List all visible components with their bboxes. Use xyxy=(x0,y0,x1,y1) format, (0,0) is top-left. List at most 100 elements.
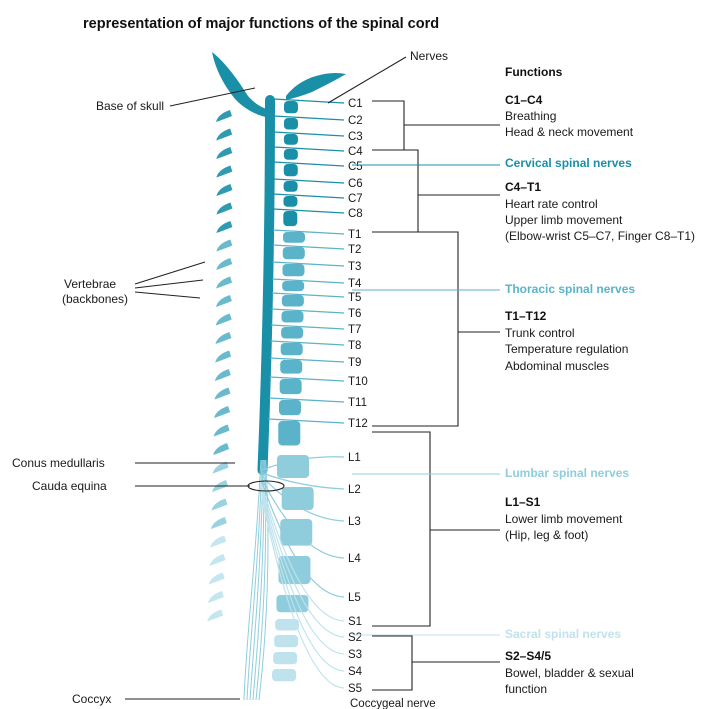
vertebra-body xyxy=(284,118,298,130)
vertebra-process xyxy=(213,443,229,455)
page-title: representation of major functions of the… xyxy=(83,16,439,32)
vertebra-process xyxy=(216,221,232,233)
spine-illustration xyxy=(207,99,344,700)
segment-label-l3: L3 xyxy=(348,516,361,528)
segment-labels: C1C2C3C4C5C6C7C8T1T2T3T4T5T6T7T8T9T10T11… xyxy=(348,98,368,695)
vertebra-process xyxy=(209,554,225,566)
cauda-equina-label: Cauda equina xyxy=(32,479,107,493)
vertebra-process xyxy=(216,184,232,196)
segment-label-s3: S3 xyxy=(348,649,362,661)
skull-base xyxy=(212,52,346,118)
vertebra-body xyxy=(280,360,302,374)
vertebra-process xyxy=(216,147,232,159)
vertebrae-label: Vertebrae xyxy=(64,277,116,291)
vertebra-body xyxy=(282,295,304,307)
function-range-s2-s5: S2–S4/5 xyxy=(505,649,551,663)
vertebra-body xyxy=(281,327,303,339)
segment-label-t5: T5 xyxy=(348,292,361,304)
vertebra-body xyxy=(283,247,305,259)
function-line: Lower limb movement xyxy=(505,512,623,526)
vertebra-body xyxy=(279,400,301,415)
segment-label-t9: T9 xyxy=(348,357,361,369)
function-brackets xyxy=(372,101,500,690)
thoracic-region-label: Thoracic spinal nerves xyxy=(505,282,635,296)
spinal-nerve xyxy=(273,230,344,234)
segment-label-t1: T1 xyxy=(348,229,361,241)
spinal-cord xyxy=(262,100,270,470)
vertebra-process xyxy=(207,610,223,622)
base-of-skull-label: Base of skull xyxy=(96,99,164,113)
spinal-nerve xyxy=(273,194,344,198)
vertebra-process xyxy=(216,203,232,215)
function-range-l1-s1: L1–S1 xyxy=(505,495,541,509)
segment-label-c4: C4 xyxy=(348,146,363,158)
spinal-nerve xyxy=(272,262,344,266)
vertebra-body xyxy=(284,181,298,192)
vertebra-body xyxy=(284,149,298,160)
segment-label-t4: T4 xyxy=(348,278,362,290)
conus-medullaris-label: Conus medullaris xyxy=(12,456,105,470)
vertebra-body xyxy=(282,311,304,323)
segment-label-s4: S4 xyxy=(348,666,363,678)
segment-label-c1: C1 xyxy=(348,98,363,110)
vertebra-process xyxy=(215,332,231,344)
vertebra-body xyxy=(284,101,298,113)
spinal-nerve xyxy=(271,325,344,329)
vertebra-body xyxy=(281,343,303,355)
functions-heading: Functions xyxy=(505,65,563,79)
spinal-nerve xyxy=(274,162,344,166)
spinal-nerve xyxy=(272,309,344,313)
function-line: Bowel, bladder & sexual xyxy=(505,666,634,680)
segment-label-c5: C5 xyxy=(348,161,363,173)
segment-label-t7: T7 xyxy=(348,324,361,336)
vertebra-process xyxy=(211,499,227,511)
spinal-nerve xyxy=(274,179,344,183)
segment-label-t3: T3 xyxy=(348,261,361,273)
segment-label-t12: T12 xyxy=(348,418,368,430)
vertebra-process xyxy=(214,425,230,437)
vertebra-process xyxy=(216,129,232,141)
function-line: Temperature regulation xyxy=(505,342,628,356)
segment-label-c8: C8 xyxy=(348,208,363,220)
vertebra-body xyxy=(280,379,302,394)
nerves-leader xyxy=(328,57,406,103)
segment-label-c6: C6 xyxy=(348,178,363,190)
segment-label-c2: C2 xyxy=(348,115,363,127)
vertebra-process xyxy=(216,110,232,122)
vertebra-process xyxy=(215,351,231,363)
segment-label-t11: T11 xyxy=(348,397,367,409)
vertebrae-label-2: (backbones) xyxy=(62,292,128,306)
vertebra-process xyxy=(216,314,232,326)
vertebra-body xyxy=(284,134,298,145)
nerves-label: Nerves xyxy=(410,49,448,63)
segment-label-t6: T6 xyxy=(348,308,361,320)
vertebra-process xyxy=(214,388,230,400)
function-line: (Elbow-wrist C5–C7, Finger C8–T1) xyxy=(505,229,695,243)
vertebra-body xyxy=(278,421,300,445)
spinal-nerve xyxy=(274,116,344,120)
function-range-c4-t1: C4–T1 xyxy=(505,180,541,194)
vertebra-process xyxy=(216,277,232,289)
vertebra-body xyxy=(274,635,298,647)
segment-label-c3: C3 xyxy=(348,131,363,143)
vertebra-body xyxy=(283,196,297,207)
segment-label-t2: T2 xyxy=(348,244,361,256)
vertebra-process xyxy=(215,369,231,381)
segment-label-s1: S1 xyxy=(348,616,362,628)
vertebra-process xyxy=(211,517,227,529)
function-line: Heart rate control xyxy=(505,197,598,211)
vertebra-body xyxy=(283,232,305,243)
vertebra-body xyxy=(275,619,299,631)
function-line: Breathing xyxy=(505,109,556,123)
vertebrae-leaders xyxy=(135,262,205,298)
spinal-nerve xyxy=(274,147,344,151)
vertebra-process xyxy=(208,591,224,603)
function-line: Head & neck movement xyxy=(505,125,634,139)
function-range-t1-t12: T1–T12 xyxy=(505,309,547,323)
segment-label-l4: L4 xyxy=(348,553,361,565)
vertebra-body xyxy=(284,164,298,176)
vertebra-process xyxy=(216,166,232,178)
function-line: function xyxy=(505,682,547,696)
cervical-region-label: Cervical spinal nerves xyxy=(505,156,632,170)
